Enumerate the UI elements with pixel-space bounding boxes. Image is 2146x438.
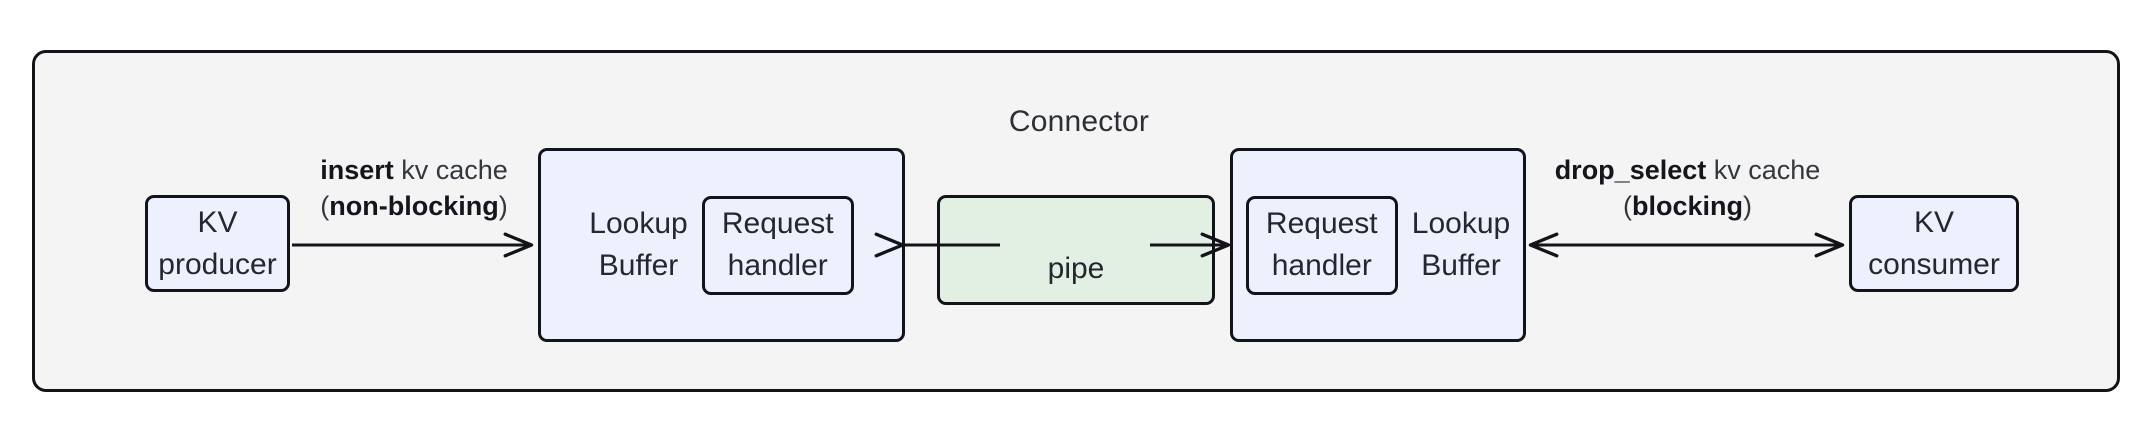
edge-label-insert-close: ) <box>498 191 508 221</box>
edge-label-drop-select-mode: blocking <box>1631 191 1743 221</box>
request-handler-left-node[interactable]: Request handler <box>701 195 854 295</box>
lookup-buffer-left-label-line1: Lookup <box>589 207 688 240</box>
kv-consumer-label-line2: consumer <box>1868 247 2000 281</box>
lookup-buffer-right-node[interactable]: Request handler Lookup Buffer <box>1230 148 1526 342</box>
edge-label-drop-select-bold: drop_select <box>1554 155 1707 185</box>
edge-label-drop-select-close: ) <box>1743 191 1752 221</box>
connector-title: Connector <box>1008 105 1150 138</box>
edge-label-drop-select-line2: (blocking) <box>1526 188 1849 224</box>
lookup-buffer-right-label-line1: Lookup <box>1411 207 1511 240</box>
kv-consumer-node[interactable]: KV consumer <box>1849 195 2019 292</box>
edge-label-drop-select-open: ( <box>1622 191 1632 221</box>
lookup-buffer-right-label: Lookup Buffer <box>1412 203 1510 287</box>
edge-label-drop-select: drop_select kv cache (blocking) <box>1526 152 1849 224</box>
request-handler-left-label-line1: Request <box>721 207 834 240</box>
edge-label-drop-select-line1: drop_select kv cache <box>1526 152 1849 188</box>
lookup-buffer-right-label-line2: Buffer <box>1421 249 1501 282</box>
edge-label-insert-bold: insert <box>320 155 394 185</box>
lookup-buffer-left-label: Lookup Buffer <box>589 203 687 287</box>
pipe-node[interactable]: pipe <box>937 195 1215 305</box>
edge-label-insert-line2: (non-blocking) <box>290 188 538 224</box>
lookup-buffer-left-node[interactable]: Lookup Buffer Request handler <box>538 148 905 342</box>
kv-producer-node[interactable]: KV producer <box>145 195 290 292</box>
edge-label-insert: insert kv cache (non-blocking) <box>290 152 538 224</box>
kv-consumer-label-line1: KV <box>1913 205 1955 239</box>
request-handler-right-node[interactable]: Request handler <box>1245 195 1398 295</box>
request-handler-left-label-line2: handler <box>727 249 828 282</box>
pipe-label: pipe <box>1047 252 1105 285</box>
request-handler-right-label-line1: Request <box>1265 207 1378 240</box>
edge-label-insert-rest: kv cache <box>393 155 508 185</box>
kv-producer-label-line1: KV <box>197 205 238 239</box>
lookup-buffer-left-label-line2: Buffer <box>598 249 679 282</box>
kv-producer-label-line2: producer <box>158 247 277 281</box>
edge-label-insert-open: ( <box>320 191 330 221</box>
edge-label-insert-line1: insert kv cache <box>290 152 538 188</box>
request-handler-right-label-line2: handler <box>1271 249 1372 282</box>
edge-label-drop-select-rest: kv cache <box>1706 155 1821 185</box>
edge-label-insert-mode: non-blocking <box>329 191 499 221</box>
